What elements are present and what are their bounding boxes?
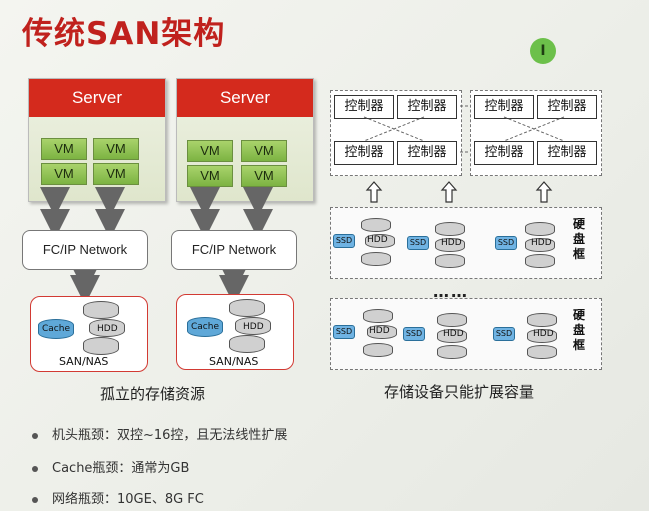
ssd-icon: SSD (495, 236, 517, 250)
controller-box: 控制器 (397, 95, 457, 119)
vm-box: VM (41, 138, 87, 160)
hdd-label: HDD (443, 329, 464, 339)
hdd-label: HDD (531, 238, 552, 248)
right-caption: 存储设备只能扩展容量 (384, 383, 535, 401)
controller-group-2: 控制器 控制器 控制器 控制器 (470, 90, 602, 176)
hdd-disk-icon (435, 254, 465, 268)
cache-disk-icon: Cache (187, 317, 223, 337)
san-nas-label: SAN/NAS (209, 355, 259, 368)
disk-shelf-2: SSD HDD SSD HDD SSD HDD 硬盘框 (330, 298, 602, 370)
bullet-item: 网络瓶颈：10GE、8G FC (32, 488, 204, 507)
hdd-label: HDD (97, 324, 118, 334)
controller-box: 控制器 (397, 141, 457, 165)
ssd-icon: SSD (403, 327, 425, 341)
hdd-label: HDD (369, 326, 390, 336)
vm-box: VM (187, 165, 233, 187)
cross-link (503, 116, 565, 142)
up-arrow-icon (535, 181, 553, 203)
hdd-disk-icon (525, 254, 555, 268)
server-box-1: Server VM VM VM VM (28, 78, 166, 202)
bullet-text: 机头瓶颈：双控~16控，且无法线性扩展 (52, 428, 288, 443)
san-nas-label: SAN/NAS (59, 355, 109, 368)
hdd-disk-icon (367, 325, 397, 339)
bullet-text: Cache瓶颈：通常为GB (52, 461, 190, 476)
cache-disk-icon: Cache (38, 319, 74, 339)
shelf-label: 硬盘框 (572, 217, 585, 261)
network-box: FC/IP Network (22, 230, 148, 270)
cursor-i-beam-icon: I (530, 38, 556, 64)
hdd-disk-icon (363, 343, 393, 357)
hdd-disk-icon (435, 238, 465, 252)
bullet-item: Cache瓶颈：通常为GB (32, 457, 189, 476)
hdd-label: HDD (533, 329, 554, 339)
hdd-disk-icon (361, 252, 391, 266)
vm-box: VM (187, 140, 233, 162)
ssd-icon: SSD (333, 234, 355, 248)
cross-link (363, 116, 425, 142)
page-title: 传统SAN架构 (22, 16, 226, 52)
vm-box: VM (241, 165, 287, 187)
vm-box: VM (93, 138, 139, 160)
hdd-disk-icon (363, 309, 393, 323)
ssd-icon: SSD (493, 327, 515, 341)
vm-box: VM (241, 140, 287, 162)
hdd-disk-icon (525, 238, 555, 252)
hdd-label: HDD (367, 235, 388, 245)
hdd-disk-icon (365, 234, 395, 248)
up-arrow-icon (365, 181, 383, 203)
hdd-disk-icon (89, 319, 125, 337)
up-arrow-icon (440, 181, 458, 203)
hdd-label: HDD (441, 238, 462, 248)
controller-group-1: 控制器 控制器 控制器 控制器 (330, 90, 462, 176)
ssd-icon: SSD (407, 236, 429, 250)
controller-box: 控制器 (334, 141, 394, 165)
hdd-disk-icon (83, 301, 119, 319)
server-label: Server (177, 79, 313, 117)
bullet-item: 机头瓶颈：双控~16控，且无法线性扩展 (32, 424, 287, 443)
hdd-disk-icon (229, 335, 265, 353)
hdd-disk-icon (527, 345, 557, 359)
ellipsis: …… (433, 282, 469, 301)
network-box: FC/IP Network (171, 230, 297, 270)
controller-box: 控制器 (474, 95, 534, 119)
hdd-disk-icon (229, 299, 265, 317)
controller-box: 控制器 (537, 141, 597, 165)
controller-box: 控制器 (334, 95, 394, 119)
bullet-dot-icon (32, 432, 38, 439)
controller-box: 控制器 (537, 95, 597, 119)
controller-box: 控制器 (474, 141, 534, 165)
hdd-disk-icon (83, 337, 119, 355)
bullet-text: 网络瓶颈：10GE、8G FC (52, 492, 204, 507)
san-nas-box-1: Cache HDD SAN/NAS (30, 296, 148, 372)
bullet-dot-icon (32, 496, 38, 503)
hdd-disk-icon (437, 329, 467, 343)
hdd-disk-icon (527, 313, 557, 327)
hdd-disk-icon (435, 222, 465, 236)
bullet-dot-icon (32, 465, 38, 472)
hdd-disk-icon (525, 222, 555, 236)
hdd-disk-icon (235, 317, 271, 335)
ssd-icon: SSD (333, 325, 355, 339)
left-caption: 孤立的存储资源 (100, 385, 206, 403)
hdd-disk-icon (437, 313, 467, 327)
san-nas-box-2: Cache HDD SAN/NAS (176, 294, 294, 370)
disk-shelf-1: SSD HDD SSD HDD SSD HDD 硬盘框 (330, 207, 602, 279)
shelf-label: 硬盘框 (572, 308, 585, 352)
hdd-disk-icon (361, 218, 391, 232)
vm-box: VM (41, 163, 87, 185)
vm-box: VM (93, 163, 139, 185)
hdd-disk-icon (527, 329, 557, 343)
hdd-disk-icon (437, 345, 467, 359)
server-label: Server (29, 79, 165, 117)
hdd-label: HDD (243, 322, 264, 332)
